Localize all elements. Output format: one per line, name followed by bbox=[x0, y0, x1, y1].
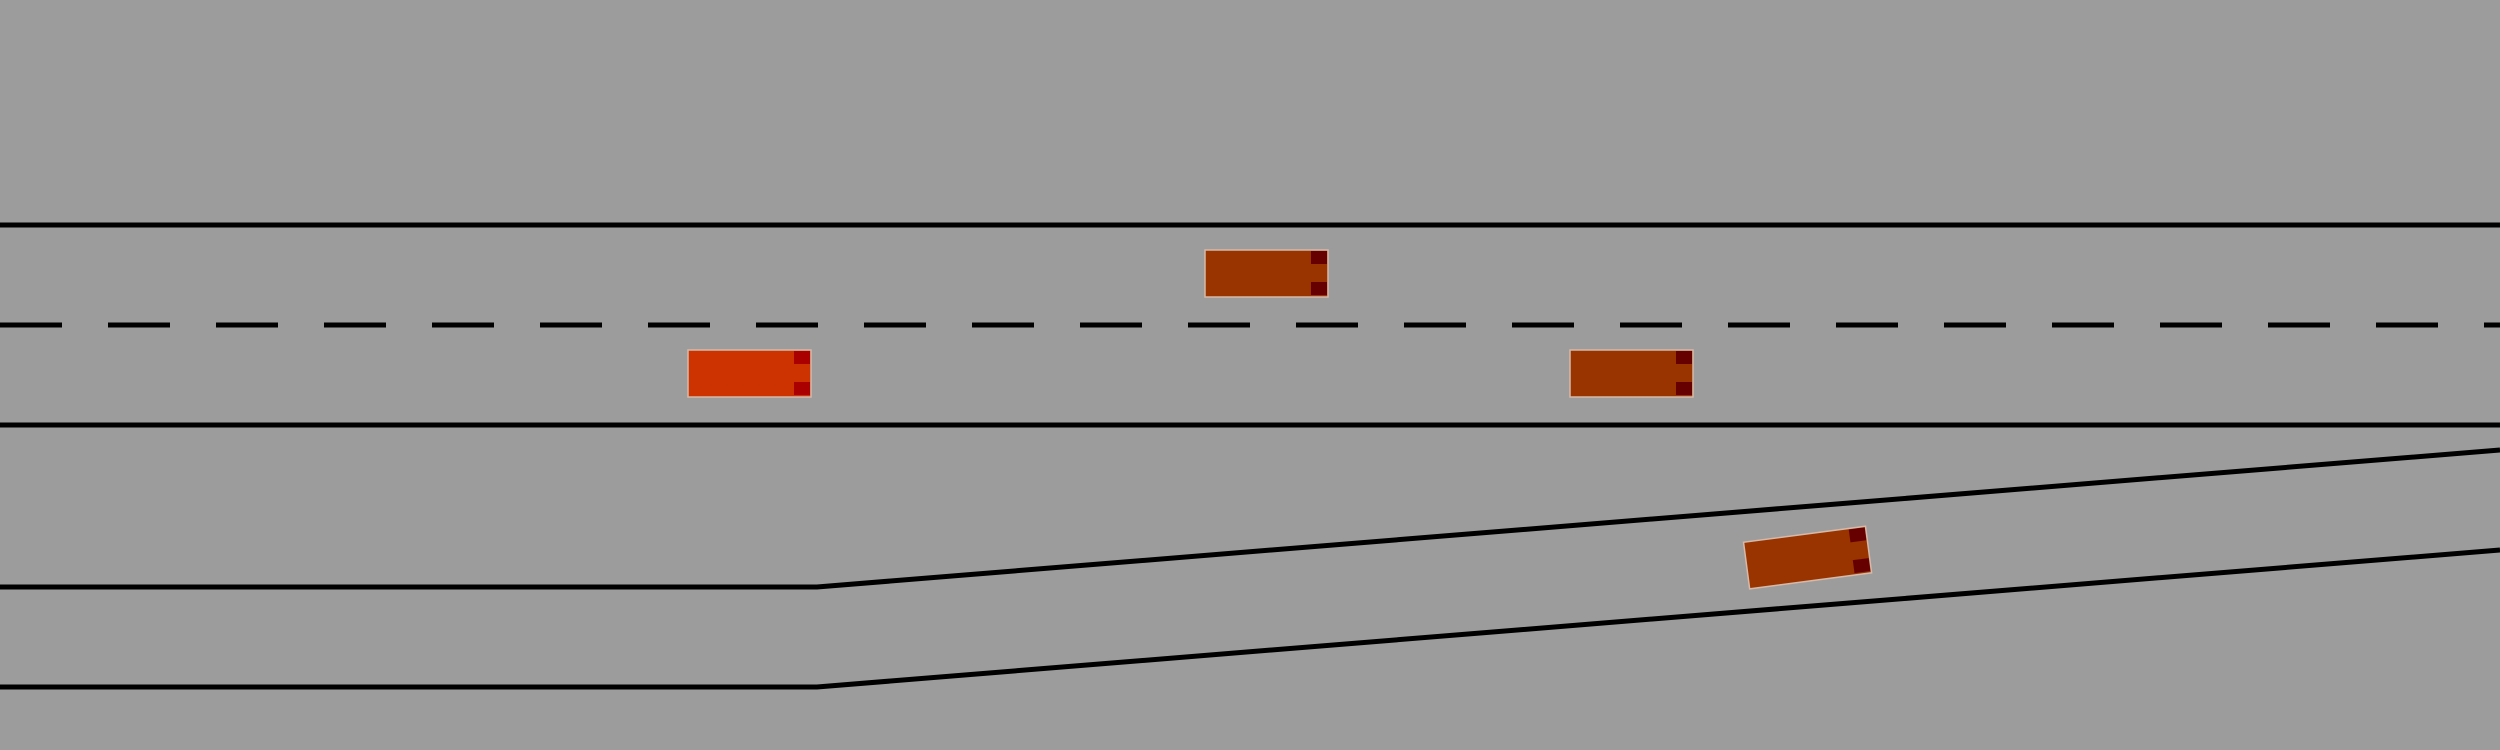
vehicle-light bbox=[1676, 351, 1692, 364]
vehicle-light bbox=[794, 351, 810, 364]
vehicle-light bbox=[794, 382, 810, 395]
vehicle-light bbox=[1676, 382, 1692, 395]
ramp-upper-edge-line bbox=[0, 447, 2500, 590]
vehicle-light bbox=[1852, 558, 1871, 574]
vehicle-body bbox=[1569, 349, 1694, 398]
ramp-lower-edge-line bbox=[0, 547, 2500, 690]
vehicle-light bbox=[1311, 251, 1327, 264]
vehicle-traffic-upper-lane bbox=[1204, 249, 1329, 298]
vehicle-body bbox=[1204, 249, 1329, 298]
vehicle-light bbox=[1848, 527, 1867, 543]
vehicle-ego bbox=[687, 349, 812, 398]
vehicle-traffic-ramp bbox=[1742, 525, 1873, 590]
vehicle-body bbox=[687, 349, 812, 398]
vehicle-traffic-lower-lane bbox=[1569, 349, 1694, 398]
vehicle-body bbox=[1742, 525, 1873, 590]
vehicle-light bbox=[1311, 282, 1327, 295]
